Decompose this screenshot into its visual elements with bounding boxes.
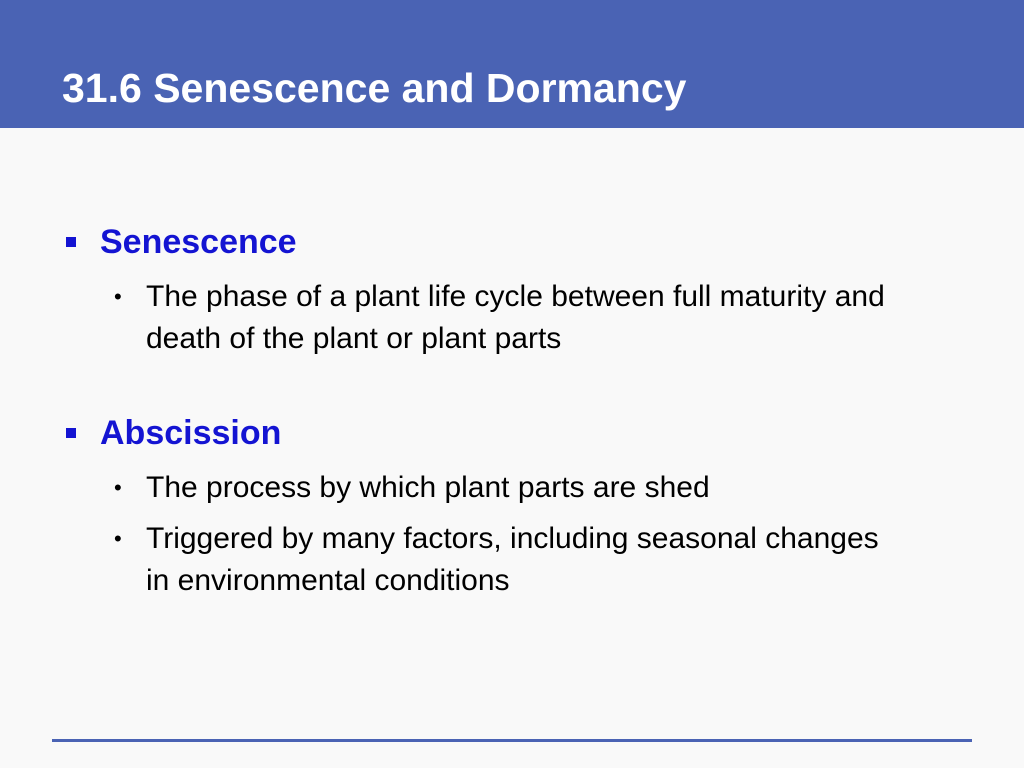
section-senescence: Senescence • The phase of a plant life c…	[62, 216, 962, 360]
bullet-point: • The phase of a plant life cycle betwee…	[62, 276, 962, 360]
title-bar: 31.6 Senescence and Dormancy	[0, 0, 1024, 128]
bullet-text: The process by which plant parts are she…	[146, 471, 710, 504]
abscission-points: • The process by which plant parts are s…	[62, 467, 962, 602]
bullet-text: The phase of a plant life cycle between …	[146, 280, 885, 355]
slide-content: Senescence • The phase of a plant life c…	[62, 216, 962, 611]
term-senescence: Senescence	[62, 216, 962, 268]
footer-divider	[52, 739, 972, 742]
bullet-text: Triggered by many factors, including sea…	[146, 522, 879, 597]
bullet-point: • The process by which plant parts are s…	[62, 467, 962, 509]
term-abscission: Abscission	[62, 407, 962, 459]
square-bullet-icon	[66, 428, 76, 438]
bullet-point: • Triggered by many factors, including s…	[62, 518, 962, 602]
square-bullet-icon	[66, 237, 76, 247]
round-bullet-icon: •	[114, 475, 122, 500]
round-bullet-icon: •	[114, 526, 122, 551]
section-spacer	[62, 369, 962, 407]
round-bullet-icon: •	[114, 284, 122, 309]
section-abscission: Abscission • The process by which plant …	[62, 407, 962, 602]
senescence-points: • The phase of a plant life cycle betwee…	[62, 276, 962, 360]
slide-title: 31.6 Senescence and Dormancy	[62, 65, 687, 111]
term-abscission-label: Abscission	[100, 414, 282, 452]
term-senescence-label: Senescence	[100, 223, 297, 261]
